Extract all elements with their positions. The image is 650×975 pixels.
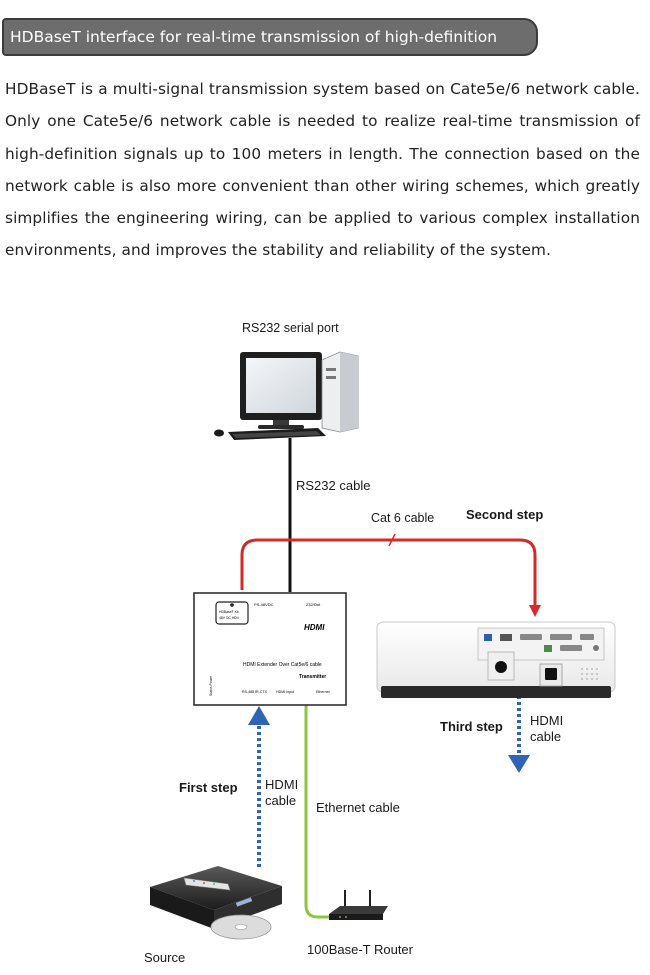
transmitter-port-ircx: IR-CTX <box>255 690 268 694</box>
hdmi-output-arrowhead <box>508 755 530 773</box>
computer-label: RS232 serial port <box>242 321 339 335</box>
cat6-arrowhead <box>529 605 541 617</box>
hdmi-cable-output-line1: HDMI <box>530 713 563 728</box>
pc-tower <box>321 351 359 433</box>
mouse <box>214 429 224 437</box>
transmitter-top-right: 232/Out <box>306 602 321 607</box>
hdmi-cable-input-line1: HDMI <box>265 777 298 792</box>
first-step-label: First step <box>179 780 238 795</box>
usb-port <box>484 634 492 641</box>
power-socket <box>545 668 557 680</box>
remote-control <box>183 877 231 891</box>
monitor <box>240 352 322 429</box>
transmitter-top-left: PS-48VDC <box>254 602 274 607</box>
transmitter-status-power: Status Power <box>209 675 213 696</box>
lan-port <box>544 645 552 652</box>
transmitter-sticker-line1: HDBaseT Kit <box>219 610 239 614</box>
keyboard <box>228 428 326 440</box>
transmitter-port-ethernet: Ethernet <box>316 690 330 694</box>
hdmi-cable-output-line2: cable <box>530 729 561 744</box>
ethernet-cable-label: Ethernet cable <box>316 800 400 815</box>
cat6-cable-label: Cat 6 cable <box>371 511 434 525</box>
transmitter-port-hdmi-input: HDMI Input <box>276 690 294 694</box>
transmitter-role: Transmitter <box>299 674 326 680</box>
source-label: Source <box>144 950 185 965</box>
projector <box>376 621 616 698</box>
vga-port <box>520 634 542 640</box>
vga-port-2 <box>550 634 572 640</box>
hdmi-cable-input-line2: cable <box>265 793 296 808</box>
rs232-cable-label: RS232 cable <box>296 478 370 493</box>
computer <box>214 351 359 440</box>
cat6-break-mark <box>388 533 396 547</box>
second-step-label: Second step <box>466 507 543 522</box>
router-label: 100Base-T Router <box>307 942 414 957</box>
ethernet-cable <box>304 705 334 919</box>
third-step-label: Third step <box>440 719 503 734</box>
source-dvd-player <box>150 866 282 940</box>
transmitter-box: HDBaseT Kit 48V DC HDV PS-48VDC 232/Out … <box>193 592 347 706</box>
projector-vent <box>581 668 598 680</box>
router <box>329 890 388 920</box>
transmitter-port-rs485: RS-485 <box>242 690 254 694</box>
hdmi-input-arrowhead <box>248 706 270 725</box>
transmitter-hdmi-logo: HDMI <box>304 623 325 632</box>
intro-paragraph: HDBaseT is a multi-signal transmission s… <box>5 80 640 260</box>
hdmi-port <box>500 634 512 641</box>
section-title: HDBaseT interface for real-time transmis… <box>2 18 538 56</box>
cat6-cable <box>240 538 537 607</box>
transmitter-product-line: HDMI Extender Over Cat5e/6 cable <box>243 662 322 668</box>
transmitter-sticker-line2: 48V DC HDV <box>219 616 240 620</box>
